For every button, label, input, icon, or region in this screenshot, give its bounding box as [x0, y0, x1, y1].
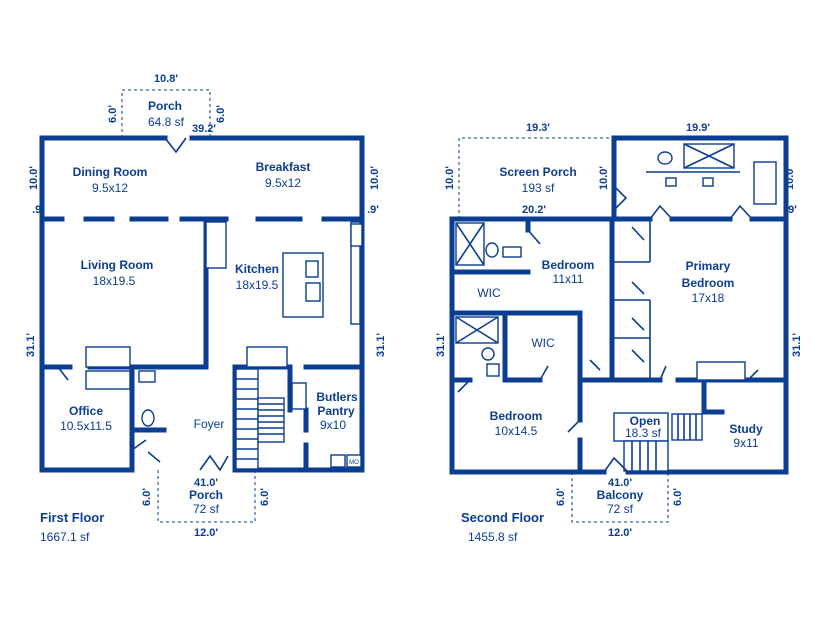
porch-top-size: 64.8 sf	[148, 115, 185, 129]
butlers-pantry-name-2: Pantry	[317, 404, 355, 418]
breakfast-size: 9.5x12	[265, 176, 301, 190]
screen-porch-size: 193 sf	[522, 181, 555, 195]
porch-door-top	[164, 137, 187, 154]
porch-top-name: Porch	[148, 99, 182, 113]
open-name: Open	[630, 414, 661, 428]
dim-balcony-width: 12.0'	[608, 527, 632, 539]
open-size: 18.3 sf	[625, 426, 662, 440]
primary-bedroom-name-1: Primary	[686, 259, 731, 273]
dim-front-2: 41.0'	[608, 477, 632, 489]
balcony-outline	[571, 472, 669, 523]
screen-porch-name: Screen Porch	[499, 165, 576, 179]
dim-porch-bottom-right: 6.0'	[259, 488, 271, 506]
dim-balcony-left: 6.0'	[555, 488, 567, 506]
living-room-size: 18x19.5	[93, 274, 136, 288]
dim-screen-width: 19.3'	[526, 122, 550, 134]
study-name: Study	[729, 422, 763, 436]
dim-porch-top-width: 10.8'	[154, 73, 178, 85]
dim-mid-top-2: 10.0'	[598, 166, 610, 190]
living-room-name: Living Room	[81, 258, 154, 272]
stove	[350, 223, 363, 247]
dim-left-main: 31.1'	[25, 333, 37, 357]
kitchen-size: 18x19.5	[236, 278, 279, 292]
first-floor-area: 1667.1 sf	[40, 530, 90, 544]
dim-left-top: 10.0'	[28, 166, 40, 190]
dim-left-main-2: 31.1'	[435, 333, 447, 357]
dining-room-size: 9.5x12	[92, 181, 128, 195]
balcony-name: Balcony	[597, 488, 644, 502]
porch-bottom-size: 72 sf	[193, 502, 220, 516]
study-size: 9x11	[733, 436, 758, 450]
first-floor: MO Dining Room 9.5x12 Breakfast 9.5x12 L…	[25, 73, 387, 544]
second-floor-title: Second Floor	[461, 510, 544, 525]
toilet-left	[485, 242, 499, 258]
front-door	[199, 454, 229, 472]
balcony-size: 72 sf	[607, 502, 634, 516]
butlers-pantry-name-1: Butlers	[316, 390, 358, 404]
foyer-name: Foyer	[194, 417, 225, 431]
kitchen-pantry	[205, 221, 227, 269]
toilet-lower	[481, 347, 495, 361]
dim-inner-width: 20.2'	[522, 204, 546, 216]
powder-room-sink	[138, 370, 156, 383]
first-floor-title: First Floor	[40, 510, 104, 525]
dining-room-name: Dining Room	[73, 165, 148, 179]
wic-a: WIC	[477, 286, 501, 300]
porch-bottom-name: Porch	[189, 488, 223, 502]
bedroom-a-name: Bedroom	[542, 258, 595, 272]
porch-bottom-outline	[157, 470, 256, 523]
kitchen-name: Kitchen	[235, 262, 279, 276]
second-floor: Screen Porch 193 sf Bedroom 11x11 Primar…	[435, 122, 803, 544]
wic-b: WIC	[531, 336, 555, 350]
toilet-upper	[657, 151, 673, 165]
dim-right-main: 31.1'	[375, 333, 387, 357]
dim-right-top: 10.0'	[369, 166, 381, 190]
fireplace	[85, 346, 131, 368]
powder-room-toilet	[141, 409, 155, 427]
appliance-label: MO	[349, 460, 359, 466]
dim-porch-top-right: 6.0'	[215, 105, 227, 123]
closet-dividers	[614, 219, 651, 380]
dim-left-small: .9'	[32, 204, 44, 216]
second-floor-walls	[449, 135, 789, 475]
bedroom-b-name: Bedroom	[490, 409, 543, 423]
dim-bath-width: 19.9'	[686, 122, 710, 134]
dim-front: 41.0'	[194, 477, 218, 489]
dim-right-small-2: .9'	[785, 204, 797, 216]
second-floor-area: 1455.8 sf	[468, 530, 518, 544]
dim-porch-top-left: 6.0'	[107, 105, 119, 123]
butlers-pantry-size: 9x10	[320, 418, 346, 432]
office-size: 10.5x11.5	[60, 419, 112, 433]
dim-porch-bottom-left: 6.0'	[141, 488, 153, 506]
dim-balcony-right: 6.0'	[672, 488, 684, 506]
primary-bedroom-size: 17x18	[692, 291, 725, 305]
porch-top-outline	[121, 89, 211, 138]
upper-fireplace	[696, 361, 746, 381]
first-floor-walls	[39, 135, 365, 473]
kitchen-counter	[350, 221, 361, 325]
first-floor-stairs	[235, 368, 285, 470]
second-floor-stairs	[613, 412, 703, 472]
breakfast-name: Breakfast	[256, 160, 311, 174]
dim-right-small: .9'	[367, 204, 379, 216]
dim-left-top-2: 10.0'	[444, 166, 456, 190]
dim-porch-top-gap: 39.2'	[192, 123, 216, 135]
dim-right-main-2: 31.1'	[791, 333, 803, 357]
microwave-oven	[346, 454, 362, 468]
bedroom-b-size: 10x14.5	[495, 424, 538, 438]
dim-porch-bottom-width: 12.0'	[194, 527, 218, 539]
bedroom-a-size: 11x11	[553, 272, 584, 286]
dim-right-top-2: 10.0'	[784, 166, 796, 190]
office-name: Office	[69, 404, 103, 418]
bathtub	[753, 161, 777, 205]
primary-bedroom-name-2: Bedroom	[682, 276, 735, 290]
screen-porch-outline	[458, 137, 614, 219]
